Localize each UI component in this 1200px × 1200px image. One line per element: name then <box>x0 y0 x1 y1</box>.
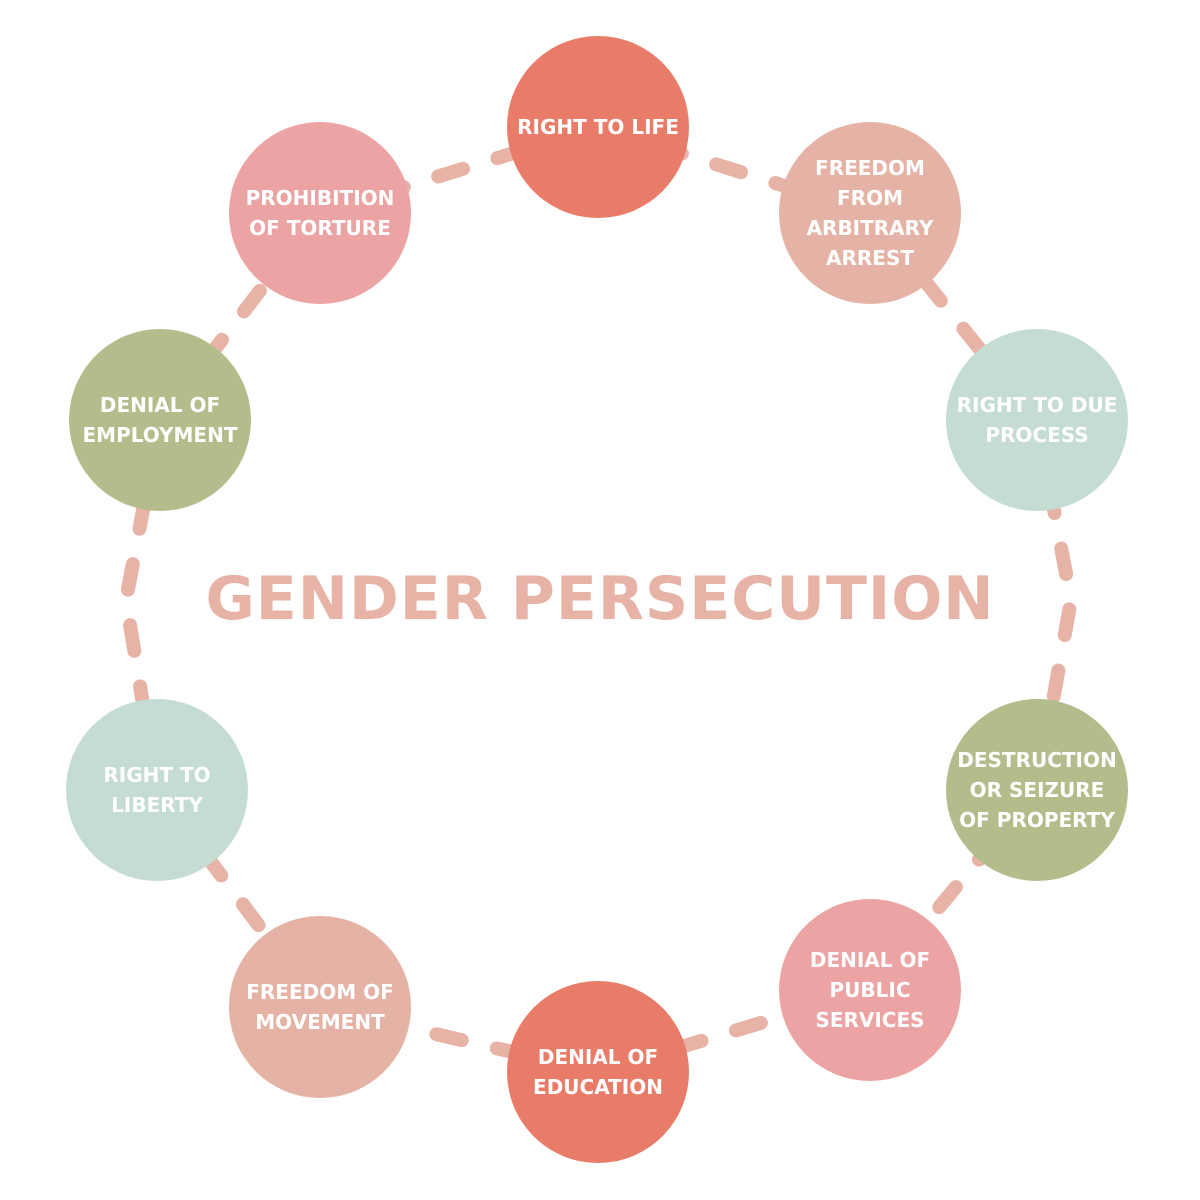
node-label: RIGHT TO DUE PROCESS <box>956 393 1118 447</box>
node-right-to-life: RIGHT TO LIFE <box>507 36 689 218</box>
node-label: RIGHT TO LIBERTY <box>103 763 211 817</box>
node-label: FREEDOM FROM ARBITRARY ARREST <box>806 156 934 270</box>
node-right-to-due-process: RIGHT TO DUE PROCESS <box>946 329 1128 511</box>
node-denial-of-employment: DENIAL OF EMPLOYMENT <box>69 329 251 511</box>
diagram-title: GENDER PERSECUTION <box>205 564 995 634</box>
node-denial-of-education: DENIAL OF EDUCATION <box>507 981 689 1163</box>
node-right-to-liberty: RIGHT TO LIBERTY <box>66 699 248 881</box>
node-denial-of-public-services: DENIAL OF PUBLIC SERVICES <box>779 899 961 1081</box>
node-label: DENIAL OF PUBLIC SERVICES <box>809 948 931 1032</box>
node-label: DENIAL OF EMPLOYMENT <box>82 393 238 447</box>
node-label: PROHIBITION OF TORTURE <box>245 186 395 240</box>
node-destruction-or-seizure-of-property: DESTRUCTION OR SEIZURE OF PROPERTY <box>946 699 1128 881</box>
node-freedom-of-movement: FREEDOM OF MOVEMENT <box>229 916 411 1098</box>
node-prohibition-of-torture: PROHIBITION OF TORTURE <box>229 122 411 304</box>
node-label: FREEDOM OF MOVEMENT <box>246 980 394 1034</box>
node-label: RIGHT TO LIFE <box>517 115 679 139</box>
node-freedom-from-arbitrary-arrest: FREEDOM FROM ARBITRARY ARREST <box>779 122 961 304</box>
node-label: DESTRUCTION OR SEIZURE OF PROPERTY <box>957 748 1117 832</box>
node-label: DENIAL OF EDUCATION <box>533 1045 663 1099</box>
